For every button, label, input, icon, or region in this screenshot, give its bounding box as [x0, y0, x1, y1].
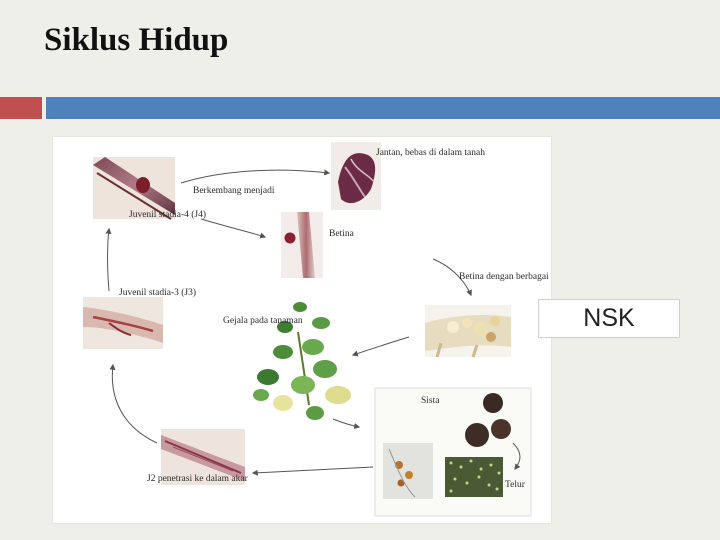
arrow-plant-to-cyst [332, 418, 361, 429]
arrow-egg-to-j2 [251, 466, 374, 476]
plant-symptoms-photo [253, 302, 351, 420]
label-j2: J2 penetrasi ke dalam akar [147, 474, 249, 484]
title-accent-bar [0, 97, 720, 119]
arrow-stages-to-plant [351, 336, 410, 357]
life-cycle-svg: Jantan, bebas di dalam tanah Berkembang … [83, 142, 551, 517]
slide-title: Siklus Hidup [44, 22, 229, 58]
arrow-j2-to-j3 [109, 363, 158, 444]
arrow-female-to-stages [432, 258, 472, 297]
accent-red-block [0, 97, 42, 119]
label-juvenile4: Juvenil stadia-4 (J4) [129, 209, 206, 220]
female-photo [281, 212, 323, 278]
male-photo [331, 142, 381, 210]
label-male: Jantan, bebas di dalam tanah [376, 148, 485, 158]
juvenile3-photo [83, 297, 163, 349]
label-juvenile3: Juvenil stadia-3 (J3) [119, 287, 196, 298]
arrow-j4-to-male [180, 169, 331, 184]
arrow-cyst-to-egg [512, 442, 521, 470]
label-egg: Telur [505, 480, 526, 490]
life-cycle-diagram: Jantan, bebas di dalam tanah Berkembang … [53, 137, 551, 523]
label-symptoms: Gejala pada tanaman [223, 316, 303, 326]
label-female-stages: Betina dengan berbagai stadia [459, 272, 551, 282]
cycle-arrows [105, 169, 521, 476]
arrow-j4-to-female [200, 218, 267, 239]
female-stages-photo [425, 305, 511, 358]
label-develops: Berkembang menjadi [193, 186, 275, 196]
accent-blue-bar [46, 97, 720, 119]
nsk-label-box: NSK [538, 299, 680, 338]
label-female: Betina [329, 229, 355, 239]
label-cyst: Sista [421, 396, 440, 406]
cyst-egg-panel [374, 387, 532, 517]
j2-photo [161, 429, 245, 485]
arrow-j3-to-j4 [105, 227, 112, 292]
juvenile4-photo [93, 157, 175, 220]
